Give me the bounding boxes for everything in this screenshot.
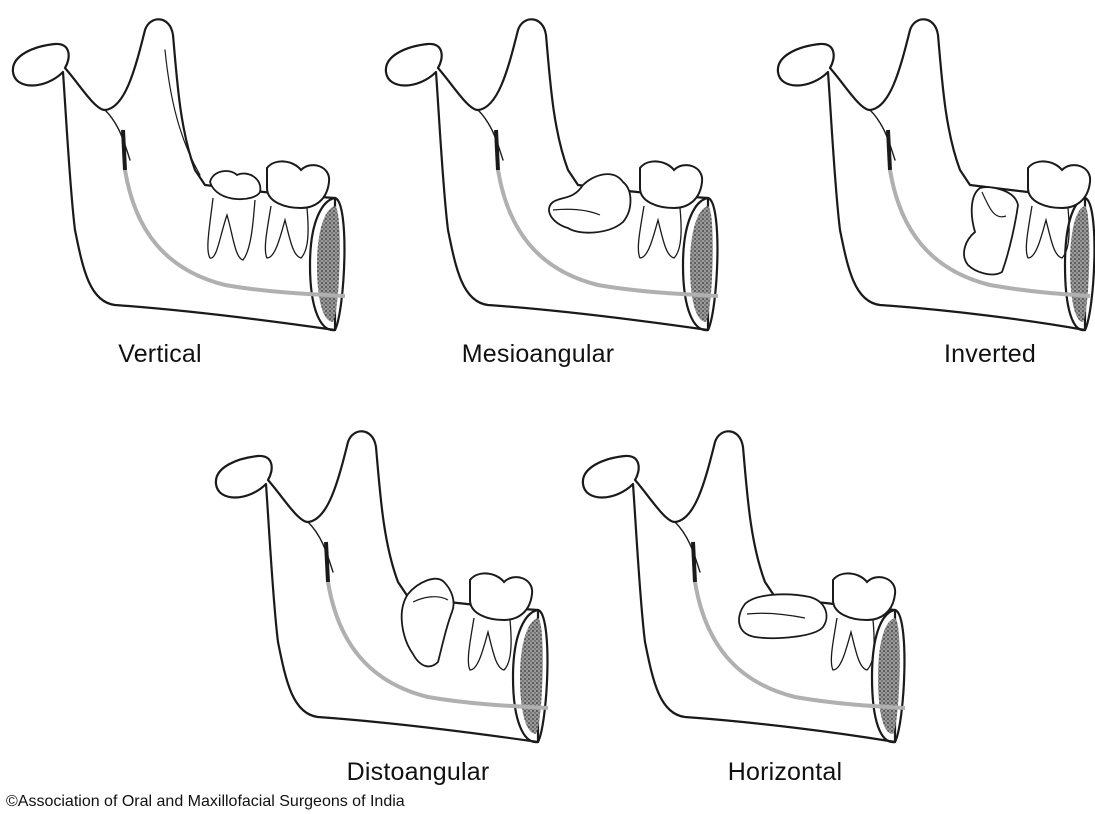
bone-section-fill [520,618,543,734]
oblique-ridge [870,110,895,160]
panel-horizontal: Horizontal [575,422,935,802]
oblique-ridge [105,110,130,160]
label-horizontal: Horizontal [605,758,965,787]
bone-section-fill [878,618,900,734]
panel-mesioangular: Mesioangular [378,10,738,390]
impacted-tooth [964,187,1018,274]
second-molar [1028,161,1090,208]
oblique-ridge [675,522,700,572]
panel-distoangular: Distoangular [208,422,568,802]
mandibular-foramen [326,542,328,582]
bone-section-fill [690,206,713,322]
bone-section-fill [317,206,340,322]
mandible-mesioangular-illustration [378,10,738,350]
second-molar [267,161,329,208]
oblique-ridge [478,110,503,160]
panel-inverted: Inverted [770,10,1095,390]
impacted-tooth [739,594,827,638]
label-inverted: Inverted [810,340,1095,369]
mandible-horizontal-illustration [575,422,935,762]
second-molar [470,573,532,620]
impacted-tooth [210,171,260,199]
oblique-ridge [308,522,333,572]
mandibular-foramen [888,130,890,170]
label-vertical: Vertical [0,340,340,369]
impacted-tooth [549,174,631,233]
impacted-tooth [402,579,454,667]
second-molar [833,573,895,620]
panel-vertical: Vertical [5,10,365,390]
mandible-vertical-illustration [5,10,365,350]
bone-section-fill [1070,206,1089,322]
second-molar [640,161,702,208]
label-distoangular: Distoangular [238,758,598,787]
mandibular-foramen [496,130,498,170]
mandible-distoangular-illustration [208,422,568,762]
label-mesioangular: Mesioangular [358,340,718,369]
copyright-notice: ©Association of Oral and Maxillofacial S… [6,793,405,811]
notch-line [165,50,200,175]
mandible-inverted-illustration [770,10,1095,350]
mandibular-foramen [123,130,125,170]
mandibular-foramen [693,542,695,582]
